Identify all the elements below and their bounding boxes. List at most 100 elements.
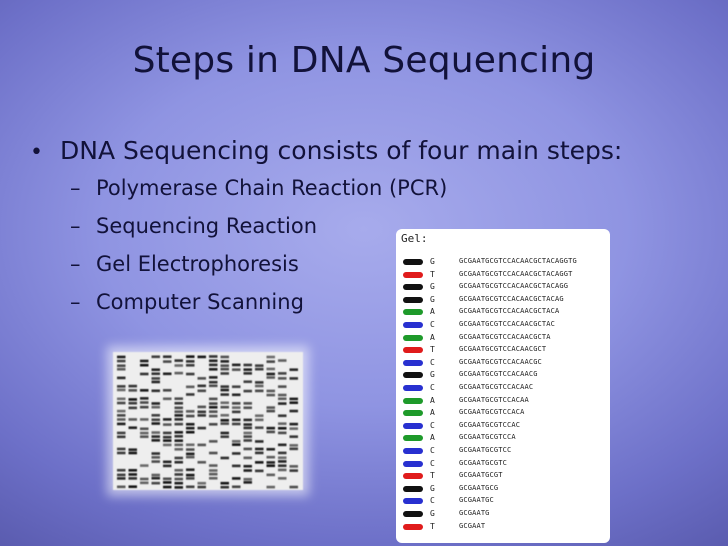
bullet-list: • DNA Sequencing consists of four main s… — [30, 136, 622, 328]
gel-sequence-text: GCGAATGCGTCCACAACGCTA — [459, 332, 551, 341]
dash-icon: – — [70, 214, 81, 238]
gel-sequence-text: GCGAATGC — [459, 496, 494, 505]
gel-sequence-text: GCGAATGCGT — [459, 471, 503, 480]
gel-base-letter: G — [430, 294, 435, 304]
step-text: Gel Electrophoresis — [96, 252, 299, 276]
gel-row: C GCGAATGCGTC — [396, 459, 610, 471]
gel-sequence-text: GCGAATGCGTCCACAA — [459, 395, 529, 404]
gel-base-letter: C — [430, 446, 435, 455]
gel-base-letter: T — [430, 345, 435, 355]
band-pill-icon — [403, 460, 423, 467]
band-pill-icon — [403, 435, 423, 442]
gel-base-letter: G — [430, 282, 435, 292]
band-pill-icon — [403, 397, 423, 404]
band-pill-icon — [403, 511, 423, 517]
gel-row: T GCGAAT — [396, 522, 610, 534]
band-pill-icon — [403, 334, 423, 341]
gel-sequence-text: GCGAATGCGTCCACAACGCT — [459, 345, 547, 354]
band-pill-icon — [403, 322, 423, 328]
gel-base-letter: A — [430, 433, 435, 443]
gel-sequence-text: GCGAATGCGTCCACAACGCTACAGGT — [459, 269, 573, 278]
band-pill-icon — [403, 485, 423, 492]
gel-row: T GCGAATGCGTCCACAACGCT — [396, 345, 610, 357]
gel-sequence-text: GCGAATGCGTCCACAACGC — [459, 357, 542, 366]
band-pill-icon — [403, 385, 423, 391]
gel-row: A GCGAATGCGTCCACAA — [396, 396, 610, 408]
gel-sequence-text: GCGAATGCGTCCAC — [459, 420, 521, 429]
gel-base-letter: C — [430, 357, 435, 367]
slide-title: Steps in DNA Sequencing — [132, 40, 596, 81]
band-pill-icon — [403, 473, 423, 480]
gel-row: C GCGAATGCGTCCAC — [396, 421, 610, 433]
band-pill-icon — [403, 271, 423, 278]
gel-row: C GCGAATGC — [396, 496, 610, 508]
gel-sequence-text: GCGAATGCGTCCACAACGCTACA — [459, 307, 560, 316]
band-pill-icon — [403, 259, 423, 265]
gel-sequence-text: GCGAATGCGTCCACAAC — [459, 383, 534, 391]
gel-sequence-text: GCGAATGCGTCCACAACG — [459, 370, 538, 379]
gel-base-letter: G — [430, 370, 435, 380]
main-bullet: • DNA Sequencing consists of four main s… — [30, 136, 622, 176]
gel-sequence-text: GCGAATGCGTCCACAACGCTACAGG — [459, 282, 569, 291]
gel-row: G GCGAATGCGTCCACAACGCTACAGGTG — [396, 257, 610, 269]
gel-base-letter: C — [430, 496, 435, 506]
gel-row: C GCGAATGCGTCCACAACGC — [396, 358, 610, 370]
dash-icon: – — [70, 252, 81, 276]
gel-row: C GCGAATGCGTCC — [396, 446, 610, 458]
gel-label: Gel: — [401, 232, 428, 245]
step-text: Sequencing Reaction — [96, 214, 318, 238]
band-pill-icon — [403, 410, 423, 417]
gel-base-letter: C — [430, 320, 435, 329]
main-bullet-text: DNA Sequencing consists of four main ste… — [60, 136, 623, 165]
gel-base-letter: A — [430, 395, 435, 405]
band-pill-icon — [403, 309, 423, 316]
band-pill-icon — [403, 359, 423, 366]
gel-sequence-text: GCGAATGCGTCCA — [459, 433, 516, 442]
gel-row: G GCGAATGCGTCCACAACG — [396, 370, 610, 382]
gel-sequence-text: GCGAATG — [459, 509, 490, 517]
gel-base-letter: T — [430, 471, 435, 481]
gel-row: C GCGAATGCGTCCACAAC — [396, 383, 610, 395]
bullet-icon: • — [30, 140, 43, 165]
gel-base-letter: T — [430, 521, 435, 531]
band-pill-icon — [403, 422, 423, 429]
gel-base-letter: C — [430, 383, 435, 392]
gel-row: T GCGAATGCGT — [396, 471, 610, 483]
gel-row: A GCGAATGCGTCCACAACGCTA — [396, 333, 610, 345]
gel-row: A GCGAATGCGTCCA — [396, 433, 610, 445]
gel-row: A GCGAATGCGTCCACAACGCTACA — [396, 307, 610, 319]
gel-base-letter: T — [430, 269, 435, 279]
step-text: Computer Scanning — [96, 290, 304, 314]
gel-base-letter: A — [430, 307, 435, 317]
dash-icon: – — [70, 290, 81, 314]
band-pill-icon — [403, 523, 423, 530]
gel-base-letter: G — [430, 257, 435, 266]
band-pill-icon — [403, 284, 423, 291]
step-item: – Gel Electrophoresis — [30, 252, 622, 290]
band-pill-icon — [403, 347, 423, 354]
gel-base-letter: G — [430, 509, 435, 518]
step-item: – Polymerase Chain Reaction (PCR) — [30, 176, 622, 214]
step-item: – Sequencing Reaction — [30, 214, 622, 252]
gel-base-letter: A — [430, 408, 435, 418]
gel-sequence-text: GCGAATGCG — [459, 483, 499, 492]
gel-sequence-text: GCGAATGCGTCC — [459, 446, 512, 454]
gel-sequence-text: GCGAAT — [459, 521, 486, 530]
band-pill-icon — [403, 296, 423, 303]
band-pill-icon — [403, 448, 423, 454]
gel-base-letter: C — [430, 458, 435, 468]
gel-sequence-text: GCGAATGCGTC — [459, 458, 508, 467]
band-pill-icon — [403, 498, 423, 505]
dash-icon: – — [70, 176, 81, 200]
gel-row: T GCGAATGCGTCCACAACGCTACAGGT — [396, 270, 610, 282]
gel-base-letter: A — [430, 332, 435, 342]
gel-row: G GCGAATGCGTCCACAACGCTACAGG — [396, 282, 610, 294]
gel-base-letter: C — [430, 420, 435, 430]
gel-sequence-text: GCGAATGCGTCCACAACGCTACAGGTG — [459, 257, 577, 265]
